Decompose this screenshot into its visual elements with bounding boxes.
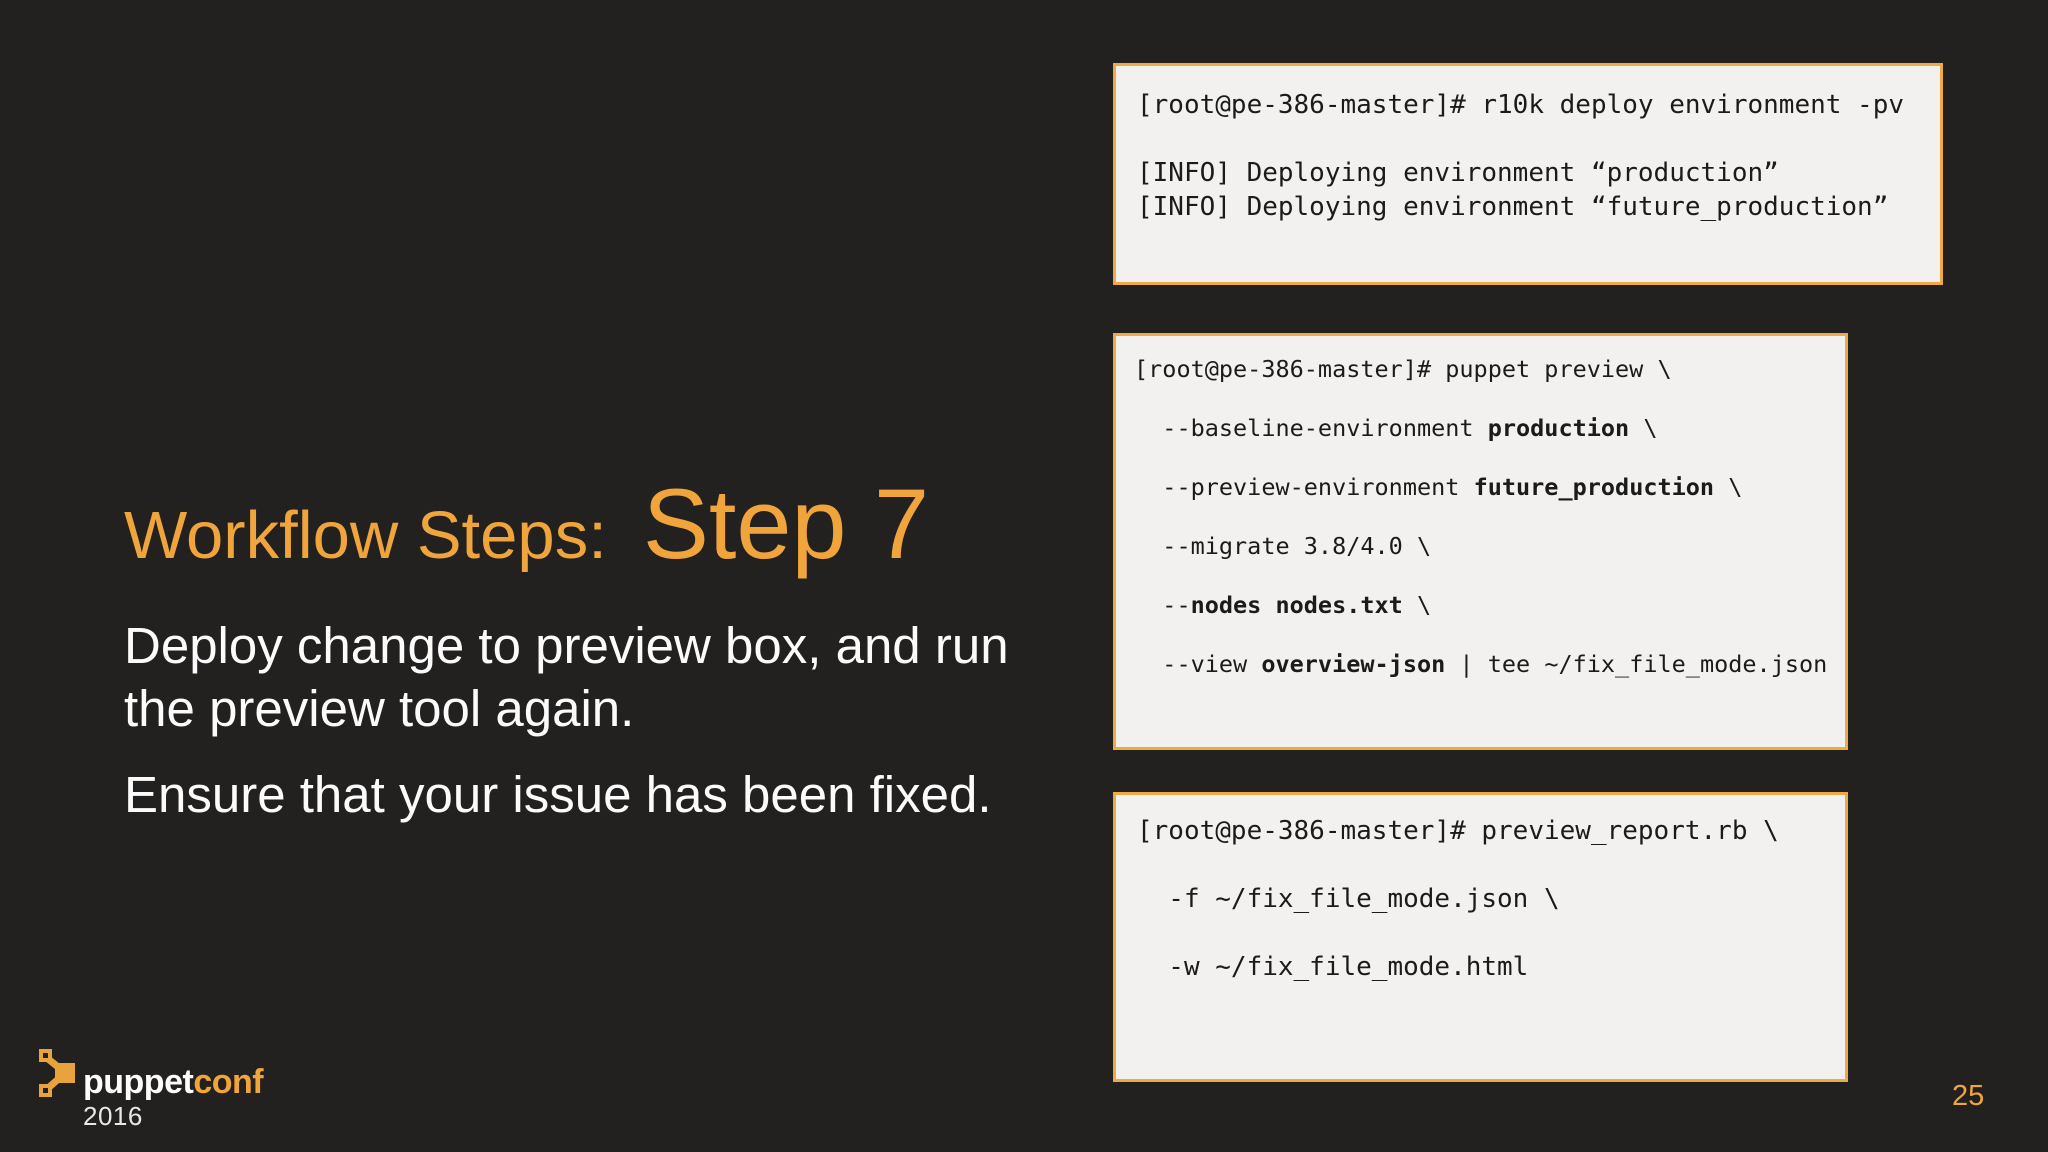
title-prefix: Workflow Steps:	[124, 498, 607, 573]
terminal-line: --nodes nodes.txt \	[1134, 576, 1839, 635]
terminal-line: [root@pe-386-master]# puppet preview \	[1134, 340, 1839, 399]
brand-puppet: puppet	[83, 1063, 194, 1101]
terminal-text: --baseline-environment	[1134, 414, 1488, 442]
page-number: 25	[1952, 1080, 1985, 1112]
terminal-text: [INFO] Deploying environment “future_pro…	[1137, 192, 1889, 222]
puppet-nodes-icon	[39, 1049, 75, 1097]
terminal-line: --view overview-json | tee ~/fix_file_mo…	[1134, 635, 1839, 694]
terminal-text: \	[1402, 591, 1432, 619]
puppetconf-logo: puppetconf 2016	[39, 1049, 264, 1131]
brand-year: 2016	[83, 1101, 143, 1131]
terminal-line	[1137, 122, 1928, 156]
terminal-line: -w ~/fix_file_mode.html	[1137, 933, 1839, 1001]
brand-name: puppetconf	[83, 1063, 264, 1101]
terminal-line: --migrate 3.8/4.0 \	[1134, 517, 1839, 576]
terminal-line: -f ~/fix_file_mode.json \	[1137, 865, 1839, 933]
body-paragraph-deploy: Deploy change to preview box, and run th…	[124, 617, 1009, 737]
body-text: Deploy change to preview box, and run th…	[124, 614, 1084, 849]
page-title: Workflow Steps: Step 7	[124, 474, 929, 573]
terminal-text-bold: future_production	[1473, 473, 1715, 501]
terminal-text: --preview-environment	[1134, 473, 1474, 501]
terminal-text-bold: nodes nodes.txt	[1190, 591, 1403, 619]
terminal-text: --migrate 3.8/4.0 \	[1134, 532, 1432, 560]
terminal-text: \	[1629, 414, 1658, 442]
brand-block: puppetconf 2016	[83, 1063, 264, 1131]
terminal-text: --	[1134, 591, 1191, 619]
terminal-line: --preview-environment future_production …	[1134, 458, 1839, 517]
terminal-text: -w ~/fix_file_mode.html	[1137, 952, 1529, 982]
terminal-text: [root@pe-386-master]# r10k deploy enviro…	[1137, 90, 1905, 120]
terminal-text-bold: overview-json	[1261, 650, 1446, 678]
body-paragraph-ensure: Ensure that your issue has been fixed.	[124, 766, 992, 823]
terminal-text: [root@pe-386-master]# puppet preview \	[1134, 355, 1672, 383]
terminal-text: --view	[1134, 650, 1262, 678]
terminal-text: | tee ~/fix_file_mode.json	[1445, 650, 1828, 678]
terminal-text: [root@pe-386-master]# preview_report.rb …	[1137, 816, 1779, 846]
terminal-line: --baseline-environment production \	[1134, 399, 1839, 458]
terminal-line: [INFO] Deploying environment “production…	[1137, 156, 1928, 190]
terminal-line: [root@pe-386-master]# preview_report.rb …	[1137, 797, 1839, 865]
terminal-box-r10k-deploy: [root@pe-386-master]# r10k deploy enviro…	[1113, 63, 1943, 285]
terminal-box-puppet-preview: [root@pe-386-master]# puppet preview \ -…	[1113, 333, 1848, 750]
title-step: Step 7	[642, 468, 930, 579]
terminal-text: [INFO] Deploying environment “production…	[1137, 158, 1779, 188]
terminal-line: [INFO] Deploying environment “future_pro…	[1137, 190, 1928, 224]
terminal-text: \	[1714, 473, 1743, 501]
terminal-line: [root@pe-386-master]# r10k deploy enviro…	[1137, 88, 1928, 122]
brand-conf: conf	[193, 1063, 264, 1101]
terminal-box-preview-report: [root@pe-386-master]# preview_report.rb …	[1113, 792, 1848, 1082]
terminal-text-bold: production	[1487, 414, 1630, 442]
terminal-text: -f ~/fix_file_mode.json \	[1137, 884, 1560, 914]
